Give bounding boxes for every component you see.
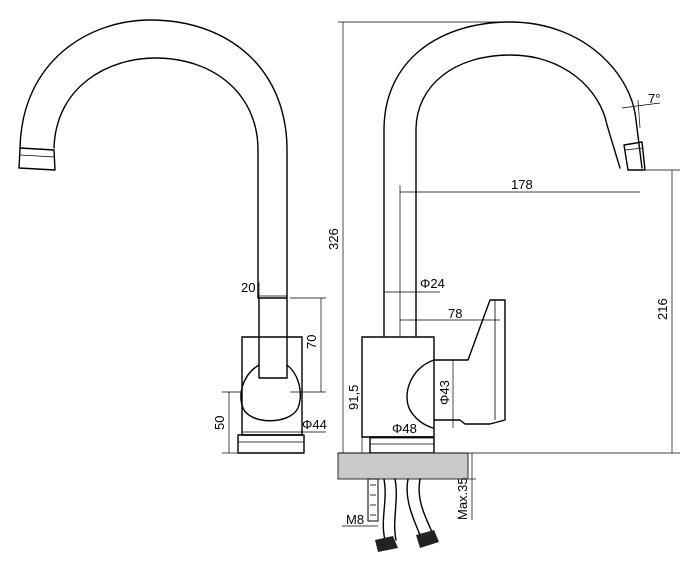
dim-spout-height: 216 [655,298,670,320]
side-handle [433,299,506,425]
side-view: 326 178 7° 216 Φ24 78 91,5 Φ43 Φ48 M8 Ma [326,21,680,552]
supply-hoses [367,478,439,552]
side-cartridge [406,359,435,429]
side-spout-tip [623,141,646,171]
dim-handle-reach: 78 [448,306,462,321]
side-spout-inner [415,54,621,337]
dim-body-height: 91,5 [346,385,361,410]
dim-cartridge-diameter: Φ43 [437,380,452,405]
dim-base-height: 50 [212,416,227,430]
dim-base-diameter: Φ48 [392,421,417,436]
front-handle [258,297,288,379]
dim-max-countertop: Max.35 [455,477,470,520]
front-cartridge [240,364,301,422]
front-spout-inner [53,57,259,299]
dim-handle-width: 20 [241,280,255,295]
front-spout-outer [19,19,288,299]
front-view: 20 70 Φ44 50 [18,19,327,454]
front-spout-tip [18,147,56,171]
dim-thread: M8 [346,512,364,527]
dim-spout-angle: 7° [648,91,660,106]
front-base [237,434,305,454]
dim-pipe-diameter: Φ24 [420,276,445,291]
dim-total-height: 326 [326,228,341,250]
dim-spout-reach: 178 [511,177,533,192]
dim-handle-height: 70 [304,335,319,349]
countertop [337,452,469,480]
dim-body-diameter: Φ44 [302,417,327,432]
side-base [369,436,435,454]
